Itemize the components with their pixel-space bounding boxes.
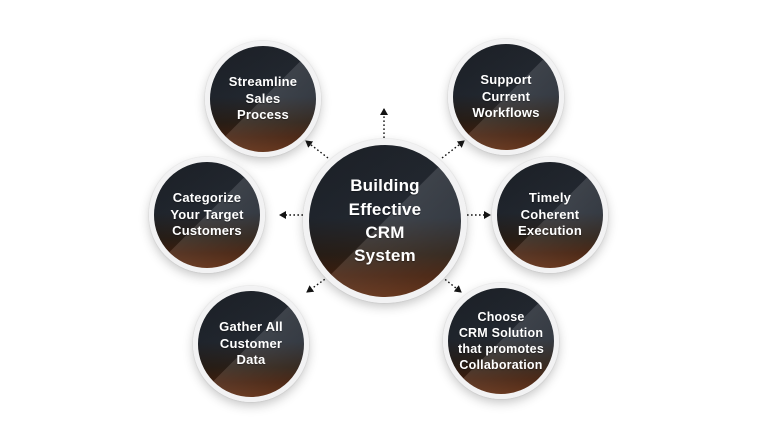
arrow-down-left — [306, 276, 329, 293]
node-building-effective-crm-system: Building Effective CRM System — [303, 139, 467, 303]
arrow-down-right — [441, 276, 462, 293]
node-label: Categorize Your Target Customers — [170, 189, 244, 239]
node-support-current-workflows: Support Current Workflows — [448, 39, 564, 155]
node-gather-all-customer-data: Gather All Customer Data — [193, 286, 309, 402]
node-timely-coherent-execution: Timely Coherent Execution — [492, 157, 608, 273]
node-streamline-sales-process: Streamline Sales Process — [205, 41, 321, 157]
node-label: Timely Coherent Execution — [518, 189, 582, 239]
center-node-label: Building Effective CRM System — [348, 176, 422, 266]
node-label: Choose CRM Solution that promotes Collab… — [458, 310, 544, 372]
node-label: Streamline Sales Process — [228, 73, 298, 123]
node-choose-crm-solution: Choose CRM Solution that promotes Collab… — [443, 283, 559, 399]
arrow-up-left — [305, 140, 329, 159]
node-label: Support Current Workflows — [472, 71, 540, 121]
node-label: Gather All Customer Data — [219, 318, 283, 368]
node-categorize-your-target-customers: Categorize Your Target Customers — [149, 157, 265, 273]
arrow-up-right — [441, 140, 465, 159]
